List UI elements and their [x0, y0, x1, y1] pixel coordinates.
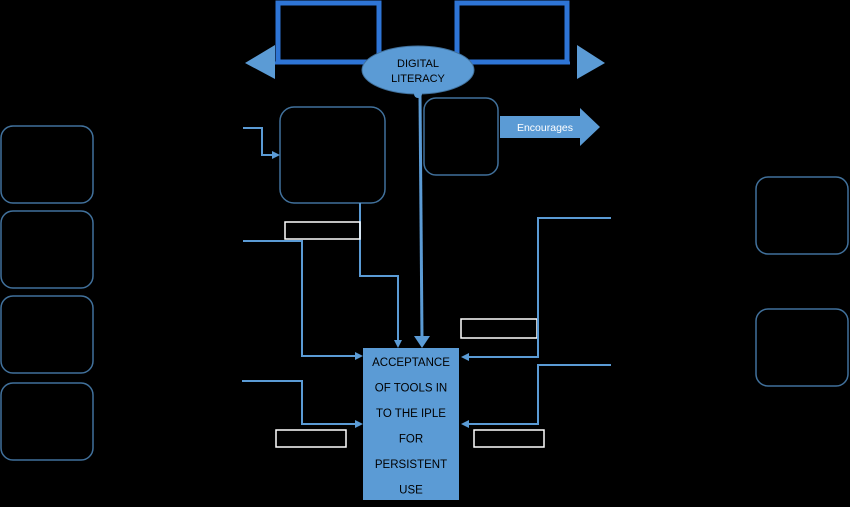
- left-connector-upper-arrowhead: [355, 352, 363, 360]
- top-right-arrowhead: [577, 45, 605, 79]
- acceptance-line-4: FOR: [399, 434, 423, 446]
- acceptance-line-3: TO THE IPLE: [376, 408, 446, 420]
- left-connector-lower-arrowhead: [355, 420, 363, 428]
- left-connector-upper: [243, 240, 358, 357]
- acceptance-line-6: USE: [399, 485, 423, 497]
- middle-box-left: [279, 106, 386, 204]
- right-connector-upper-arrowhead: [461, 353, 469, 361]
- left-box-3: [0, 295, 94, 374]
- middle-box-to-acceptance-arrowhead: [394, 340, 402, 348]
- acceptance-box: [363, 348, 459, 500]
- left-connector-lower: [242, 380, 358, 425]
- right-connector-lower: [466, 364, 611, 425]
- label-box-1: [284, 221, 361, 240]
- literacy-arrowhead: [414, 336, 430, 348]
- digital-literacy-line2: LITERACY: [391, 73, 445, 85]
- connector-into-middle-box: [243, 127, 276, 156]
- digital-literacy-ellipse: [361, 45, 475, 95]
- top-right-screen: [454, 0, 570, 65]
- left-box-2: [0, 210, 94, 289]
- encourages-arrow: [500, 108, 600, 146]
- top-left-screen: [275, 0, 382, 65]
- acceptance-line-2: OF TOOLS IN: [375, 383, 447, 395]
- middle-box-right: [423, 97, 499, 176]
- top-left-arrowhead: [245, 45, 275, 79]
- connector-into-middle-box-arrowhead: [272, 151, 280, 159]
- label-box-2: [460, 318, 538, 339]
- digital-literacy-line1: DIGITAL: [397, 58, 439, 70]
- right-box-2: [755, 308, 849, 387]
- label-box-3: [275, 429, 347, 448]
- literacy-to-acceptance-line: [418, 95, 424, 339]
- right-box-1: [755, 176, 849, 255]
- acceptance-text-group: ACCEPTANCE OF TOOLS IN TO THE IPLE FOR PERSI…: [372, 357, 450, 497]
- left-box-1: [0, 125, 94, 204]
- encourages-label: Encourages: [517, 122, 573, 134]
- right-connector-lower-arrowhead: [461, 420, 469, 428]
- acceptance-line-5: PERSISTENT: [375, 459, 447, 471]
- acceptance-line-1: ACCEPTANCE: [372, 357, 450, 369]
- right-connector-upper: [466, 217, 611, 358]
- label-box-4: [473, 429, 545, 448]
- middle-box-to-acceptance-line: [359, 203, 399, 342]
- left-box-4: [0, 382, 94, 461]
